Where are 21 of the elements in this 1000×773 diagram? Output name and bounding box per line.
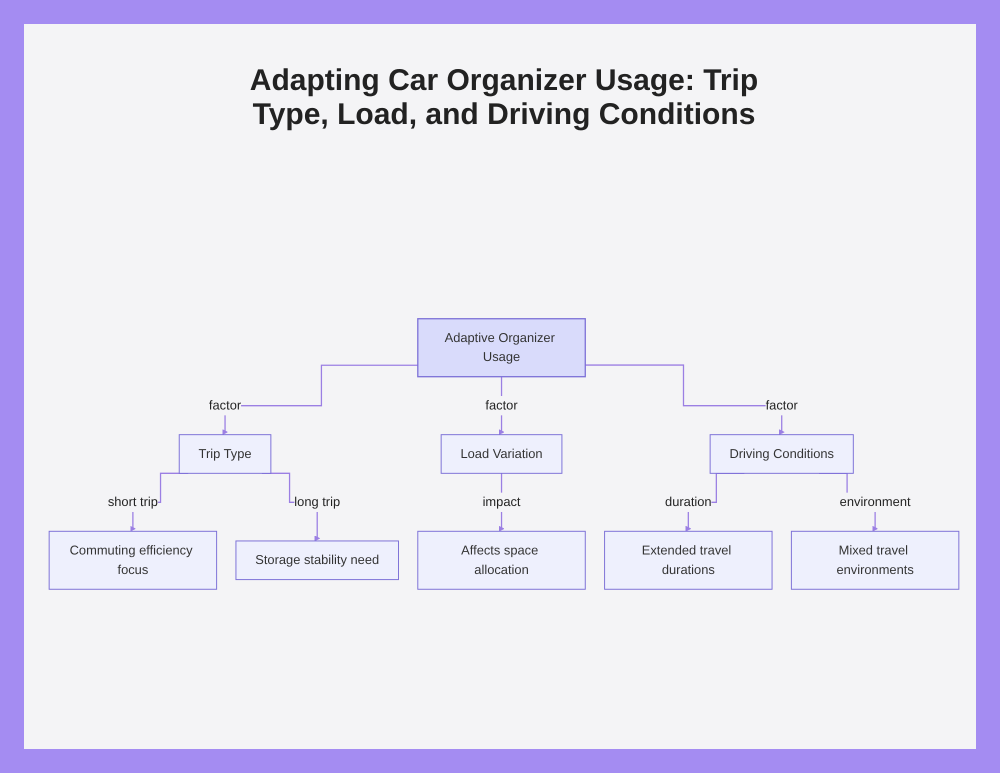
title: Adapting Car Organizer Usage: Trip Type, Load, and Driving Conditions (248, 64, 760, 132)
arrow (585, 364, 785, 435)
arrow (222, 364, 418, 435)
node-box (178, 434, 272, 474)
edge-label: impact (482, 495, 521, 510)
node-box (790, 530, 960, 590)
edge-label: environment (840, 495, 911, 510)
card-background: Adapting Car Organizer Usage: Trip Type, Load, and Driving Conditions factor factor factor short trip long trip impact duration environment Adaptive Organizer Usage Trip Type Load Variation Driving Conditions Commuting efficiency focus Storage stability need Affects space allocation Extended travel durations Mixed travel environments (24, 24, 976, 749)
edge-label: factor (208, 398, 242, 413)
node-box (48, 530, 218, 590)
node-box (235, 540, 399, 580)
node-box (440, 434, 562, 474)
edge-label: factor (766, 398, 798, 413)
node-box (604, 530, 773, 590)
edge-label: short trip (108, 495, 158, 510)
node-box (710, 434, 854, 474)
node-box (417, 318, 586, 378)
node-box (417, 530, 586, 590)
edge-label: factor (485, 398, 518, 413)
edge-label: duration (665, 495, 712, 510)
edge-label: long trip (294, 495, 340, 510)
